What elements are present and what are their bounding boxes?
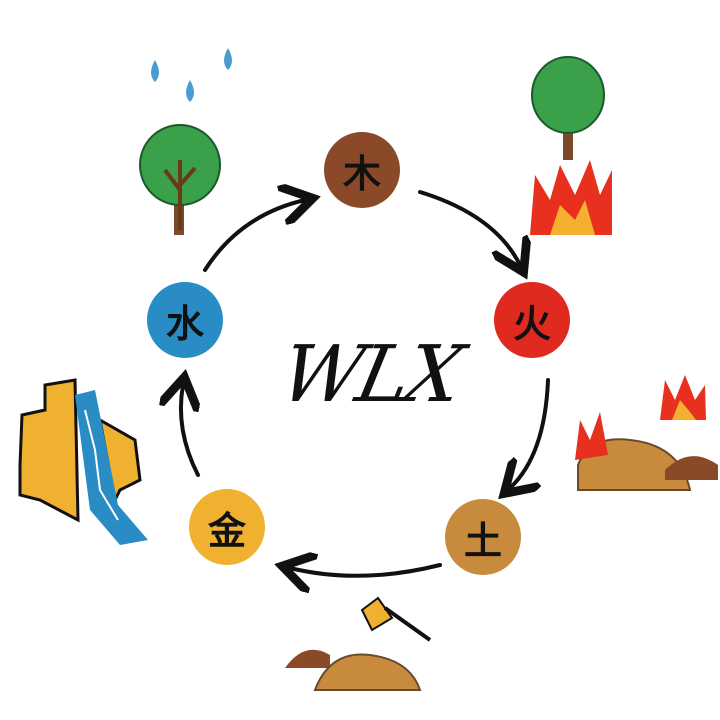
tree-icon [531, 56, 605, 160]
fire-node: 火 [494, 282, 570, 358]
fire-label: 火 [512, 301, 551, 346]
mound-shovel-icon [285, 596, 432, 691]
rain-drops-icon [151, 48, 232, 102]
water-node: 水 [147, 282, 223, 358]
earth-label: 土 [463, 518, 502, 563]
metal-node: 金 [189, 489, 265, 565]
water-label: 水 [165, 301, 204, 346]
arrow-water-to-wood [203, 200, 305, 272]
arrow-earth-to-metal [290, 565, 442, 576]
center-title: WLX [272, 330, 468, 420]
tree-icon [139, 124, 221, 235]
metal-label: 金 [207, 508, 246, 553]
earth-node: 土 [445, 499, 521, 575]
burning-mound-icon [575, 375, 718, 491]
arrow-fire-to-earth [510, 378, 550, 488]
fire-icon [530, 160, 612, 235]
mountain-waterfall-icon [18, 378, 148, 545]
arrow-wood-to-fire [418, 190, 520, 265]
wood-node: 木 [324, 132, 400, 208]
arrow-metal-to-water [181, 385, 198, 477]
cycle-arrows [181, 190, 550, 576]
wood-label: 木 [342, 151, 381, 196]
